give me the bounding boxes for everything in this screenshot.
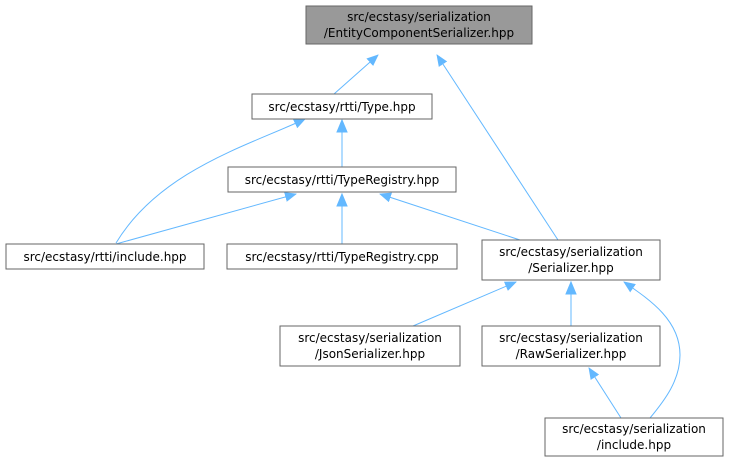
edge-serializer-hpp-to-entity-component-serializer <box>436 54 559 241</box>
node-label-line: src/ecstasy/serialization <box>499 331 643 345</box>
node-label-line: src/ecstasy/serialization <box>499 245 643 259</box>
node-label-line: /include.hpp <box>597 438 671 452</box>
edge-serializer-hpp-to-type-registry-hpp <box>379 192 521 241</box>
node-raw-serializer-hpp[interactable]: src/ecstasy/serialization /RawSerializer… <box>481 325 661 367</box>
node-label-line: src/ecstasy/serialization <box>562 422 706 436</box>
node-serialization-include-hpp[interactable]: src/ecstasy/serialization /include.hpp <box>544 417 724 457</box>
node-type-registry-hpp[interactable]: src/ecstasy/rtti/TypeRegistry.hpp <box>227 166 457 193</box>
node-label-line: src/ecstasy/rtti/Type.hpp <box>268 100 415 114</box>
edge-rtti-include-hpp-to-type-hpp <box>115 118 306 244</box>
node-label-line: /JsonSerializer.hpp <box>315 347 425 361</box>
node-label-line: /RawSerializer.hpp <box>516 347 627 361</box>
node-rtti-include-hpp[interactable]: src/ecstasy/rtti/include.hpp <box>5 243 205 270</box>
node-type-registry-cpp[interactable]: src/ecstasy/rtti/TypeRegistry.cpp <box>226 243 458 270</box>
edge-type-registry-cpp-to-type-registry-hpp <box>336 192 348 244</box>
edge-type-registry-hpp-to-type-hpp <box>336 118 348 167</box>
node-serializer-hpp[interactable]: src/ecstasy/serialization /Serializer.hp… <box>481 239 661 281</box>
edge-type-hpp-to-entity-component-serializer <box>333 54 379 95</box>
edge-rtti-include-hpp-to-type-registry-hpp <box>115 192 297 245</box>
node-label-line: src/ecstasy/rtti/include.hpp <box>23 250 186 264</box>
edge-raw-serializer-hpp-to-serializer-hpp <box>565 280 577 326</box>
edge-serialization-include-hpp-to-raw-serializer-hpp <box>588 367 622 419</box>
node-label-line: src/ecstasy/serialization <box>298 331 442 345</box>
node-type-hpp[interactable]: src/ecstasy/rtti/Type.hpp <box>251 93 433 120</box>
node-json-serializer-hpp[interactable]: src/ecstasy/serialization /JsonSerialize… <box>279 325 461 367</box>
node-label-line: src/ecstasy/rtti/TypeRegistry.hpp <box>245 173 440 187</box>
node-label-line: src/ecstasy/rtti/TypeRegistry.cpp <box>245 250 439 264</box>
edge-json-serializer-hpp-to-serializer-hpp <box>412 281 517 327</box>
node-entity-component-serializer[interactable]: src/ecstasy/serialization /EntityCompone… <box>305 5 533 45</box>
edge-serialization-include-hpp-to-serializer-hpp <box>623 281 681 419</box>
node-label-line: /Serializer.hpp <box>528 261 614 275</box>
node-label-line: src/ecstasy/serialization <box>347 10 491 24</box>
node-label-line: /EntityComponentSerializer.hpp <box>324 26 514 40</box>
